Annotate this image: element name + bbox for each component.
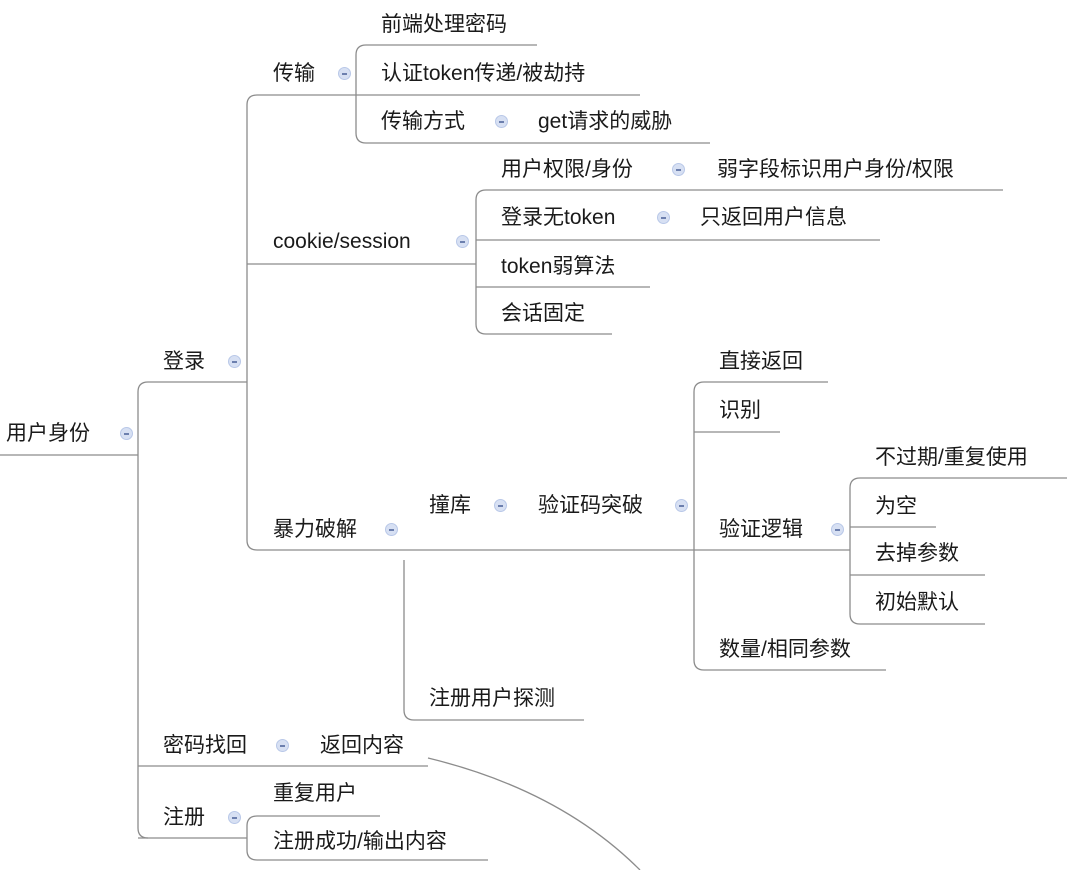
node-empty[interactable]: 为空 — [875, 495, 917, 518]
collapse-icon-transport-method[interactable] — [495, 115, 508, 128]
node-token-weak-algo[interactable]: token弱算法 — [501, 255, 616, 278]
node-frontend-password[interactable]: 前端处理密码 — [381, 13, 507, 36]
root-node[interactable]: 用户身份 — [6, 422, 90, 445]
node-transport[interactable]: 传输 — [273, 62, 315, 85]
collapse-icon-brute-force[interactable] — [385, 523, 398, 536]
node-brute-force[interactable]: 暴力破解 — [273, 518, 357, 541]
node-initial-default[interactable]: 初始默认 — [875, 591, 959, 614]
collapse-icon-user-permission[interactable] — [672, 163, 685, 176]
node-remove-param[interactable]: 去掉参数 — [875, 542, 959, 565]
node-verify-logic[interactable]: 验证逻辑 — [719, 518, 803, 541]
node-no-expire[interactable]: 不过期/重复使用 — [875, 446, 1028, 469]
node-user-permission[interactable]: 用户权限/身份 — [501, 158, 633, 181]
node-captcha-bypass[interactable]: 验证码突破 — [538, 494, 643, 517]
collapse-icon-credential-stuffing[interactable] — [494, 499, 507, 512]
collapse-icon-transport[interactable] — [338, 67, 351, 80]
node-weak-field[interactable]: 弱字段标识用户身份/权限 — [717, 158, 954, 181]
node-password-recovery[interactable]: 密码找回 — [163, 734, 247, 757]
node-transport-method[interactable]: 传输方式 — [381, 110, 465, 133]
node-return-content[interactable]: 返回内容 — [320, 734, 404, 757]
node-register-success[interactable]: 注册成功/输出内容 — [273, 830, 447, 853]
node-token-hijack[interactable]: 认证token传递/被劫持 — [381, 62, 586, 85]
node-count-same-param[interactable]: 数量/相同参数 — [719, 638, 851, 661]
collapse-icon-no-token[interactable] — [657, 211, 670, 224]
node-recognition[interactable]: 识别 — [719, 399, 761, 422]
collapse-icon-login[interactable] — [228, 355, 241, 368]
node-get-threat[interactable]: get请求的威胁 — [538, 110, 673, 133]
collapse-icon-register[interactable] — [228, 811, 241, 824]
node-login[interactable]: 登录 — [163, 350, 205, 373]
collapse-icon-password-recovery[interactable] — [276, 739, 289, 752]
collapse-icon-captcha-bypass[interactable] — [675, 499, 688, 512]
node-session-fixation[interactable]: 会话固定 — [501, 302, 585, 325]
collapse-icon-root[interactable] — [120, 427, 133, 440]
collapse-icon-cookie-session[interactable] — [456, 235, 469, 248]
node-credential-stuffing[interactable]: 撞库 — [429, 494, 471, 517]
node-no-token[interactable]: 登录无token — [501, 206, 616, 229]
collapse-icon-verify-logic[interactable] — [831, 523, 844, 536]
node-return-user-info[interactable]: 只返回用户信息 — [700, 206, 847, 229]
node-duplicate-user[interactable]: 重复用户 — [273, 782, 357, 805]
node-cookie-session[interactable]: cookie/session — [273, 230, 411, 253]
node-register[interactable]: 注册 — [163, 806, 205, 829]
node-register-probe[interactable]: 注册用户探测 — [429, 687, 555, 710]
node-direct-return[interactable]: 直接返回 — [719, 350, 803, 373]
